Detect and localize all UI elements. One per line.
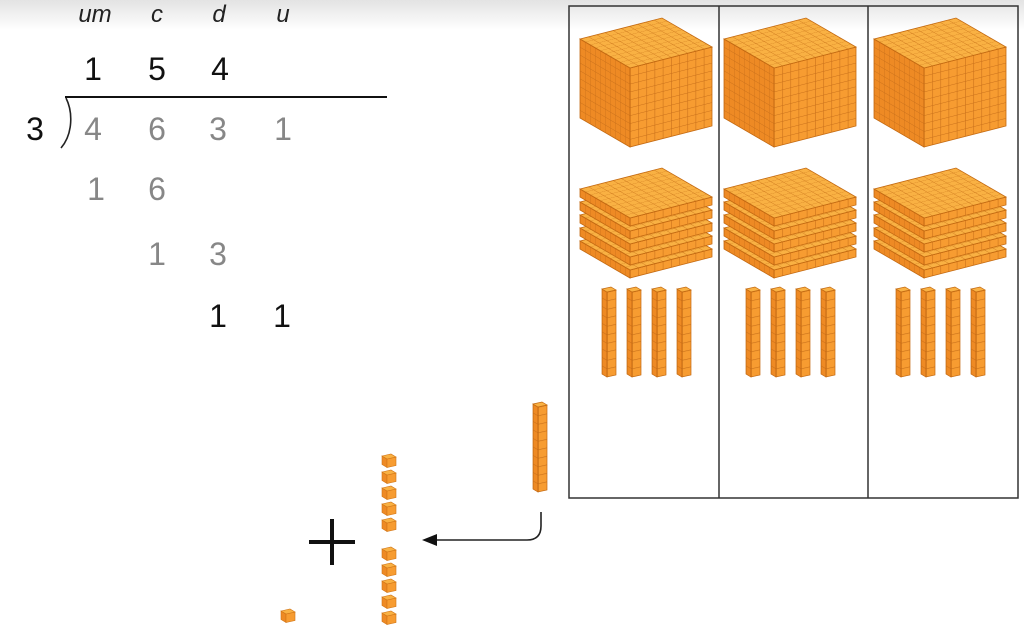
ten-rod-icon xyxy=(651,286,667,378)
header-tens: d xyxy=(212,1,226,28)
ten-rod-icon xyxy=(820,286,836,378)
ten-rod-icon xyxy=(626,286,642,378)
quotient-digit: 4 xyxy=(211,51,229,87)
dividend-digit: 4 xyxy=(84,111,102,147)
divisor: 3 xyxy=(26,111,44,147)
block-group-2 xyxy=(723,17,857,378)
hundred-flats-stack-icon xyxy=(874,168,1006,278)
extra-unit-cube-icon xyxy=(280,608,296,623)
ten-rod-icon xyxy=(770,286,786,378)
step-2-digit: 3 xyxy=(209,236,227,272)
plus-sign-icon xyxy=(309,519,355,565)
thousand-cube-icon xyxy=(873,17,1007,148)
unit-cubes-column xyxy=(381,453,397,625)
unit-cube-icon xyxy=(381,501,397,516)
unit-cube-icon xyxy=(381,546,397,561)
division-bracket xyxy=(60,96,387,149)
unit-cube-icon xyxy=(381,517,397,532)
step-1-digit: 1 xyxy=(87,171,105,207)
top-shade xyxy=(0,0,1024,30)
ten-rod-icon xyxy=(970,286,986,378)
ten-rod-icon xyxy=(795,286,811,378)
dividend-digit: 1 xyxy=(274,111,292,147)
thousand-cube-icon xyxy=(579,17,713,148)
ten-rod-icon xyxy=(745,286,761,378)
unit-cube-icon xyxy=(381,578,397,593)
quotient-digit: 5 xyxy=(148,51,166,87)
step-3-digit: 1 xyxy=(273,298,291,334)
unit-cube-icon xyxy=(381,469,397,484)
quotient-digit: 1 xyxy=(84,51,102,87)
unit-cube-icon xyxy=(381,594,397,609)
header-units: u xyxy=(276,1,290,28)
header-hundreds: c xyxy=(151,1,163,28)
curved-arrow-left-icon xyxy=(422,512,542,546)
ten-rod-icon xyxy=(601,286,617,378)
grouping-frame xyxy=(568,5,1019,499)
block-group-1 xyxy=(579,17,713,378)
unit-cube-icon xyxy=(381,562,397,577)
block-group-3 xyxy=(873,17,1007,378)
step-2-digit: 1 xyxy=(148,236,166,272)
unit-cube-icon xyxy=(381,485,397,500)
step-3-digit: 1 xyxy=(209,298,227,334)
unit-cube-icon xyxy=(381,610,397,625)
dividend-digit: 6 xyxy=(148,111,166,147)
thousand-cube-icon xyxy=(723,17,857,148)
bracket-curve xyxy=(60,97,72,149)
dividend-digit: 3 xyxy=(209,111,227,147)
ten-rod-icon xyxy=(945,286,961,378)
unit-cube-icon xyxy=(381,453,397,468)
ten-rod-icon xyxy=(920,286,936,378)
regrouping-area xyxy=(280,401,548,625)
ten-rod-icon xyxy=(676,286,692,378)
hundred-flats-stack-icon xyxy=(724,168,856,278)
hundred-flats-stack-icon xyxy=(580,168,712,278)
ten-rod-icon xyxy=(895,286,911,378)
header-thousands: um xyxy=(78,1,112,28)
moving-ten-rod-icon xyxy=(532,401,548,493)
step-1-digit: 6 xyxy=(148,171,166,207)
